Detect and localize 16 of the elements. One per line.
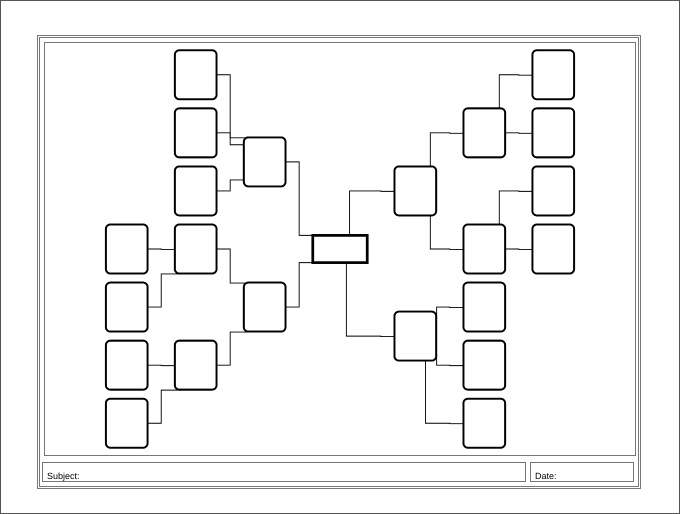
connector [498, 74, 534, 110]
connector [148, 364, 176, 366]
connector [349, 190, 396, 236]
connector [430, 132, 464, 168]
connector [498, 190, 534, 226]
connector [430, 215, 464, 250]
connector [425, 360, 464, 424]
node-box [311, 234, 369, 264]
field-label: Subject: [47, 471, 80, 481]
connector [346, 262, 396, 338]
field-label: Date: [535, 471, 557, 481]
connector [216, 179, 245, 192]
connector [148, 248, 176, 250]
connector [505, 132, 534, 134]
connector [505, 248, 534, 250]
connector [216, 132, 245, 146]
